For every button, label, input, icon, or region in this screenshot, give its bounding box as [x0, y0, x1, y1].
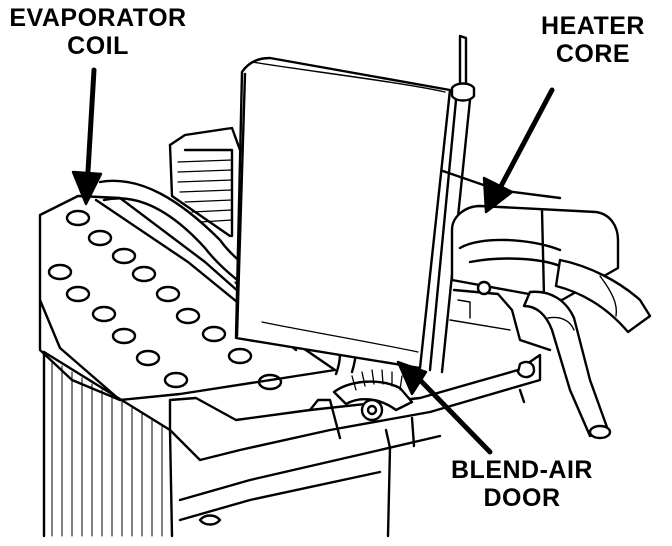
blend-label-line1: BLEND-AIR	[451, 456, 593, 484]
blend-label-line2: DOOR	[483, 484, 561, 512]
evaporator-label-line2: COIL	[67, 32, 129, 60]
arrow-blend	[396, 360, 493, 455]
heater-core-label: HEATER CORE	[528, 12, 658, 68]
evaporator-coil-label: EVAPORATOR COIL	[0, 4, 196, 60]
heater-hoses	[522, 258, 652, 440]
lower-housing	[168, 353, 542, 538]
heater-label-line2: CORE	[555, 40, 631, 68]
blend-air-door-label: BLEND-AIR DOOR	[432, 456, 612, 512]
heater-label-line1: HEATER	[541, 12, 645, 40]
rear-housing	[168, 126, 562, 238]
blend-air-door	[234, 56, 452, 370]
arrow-heater	[482, 87, 555, 214]
evaporator-label-line1: EVAPORATOR	[9, 4, 187, 32]
arrow-evaporator	[71, 67, 103, 206]
